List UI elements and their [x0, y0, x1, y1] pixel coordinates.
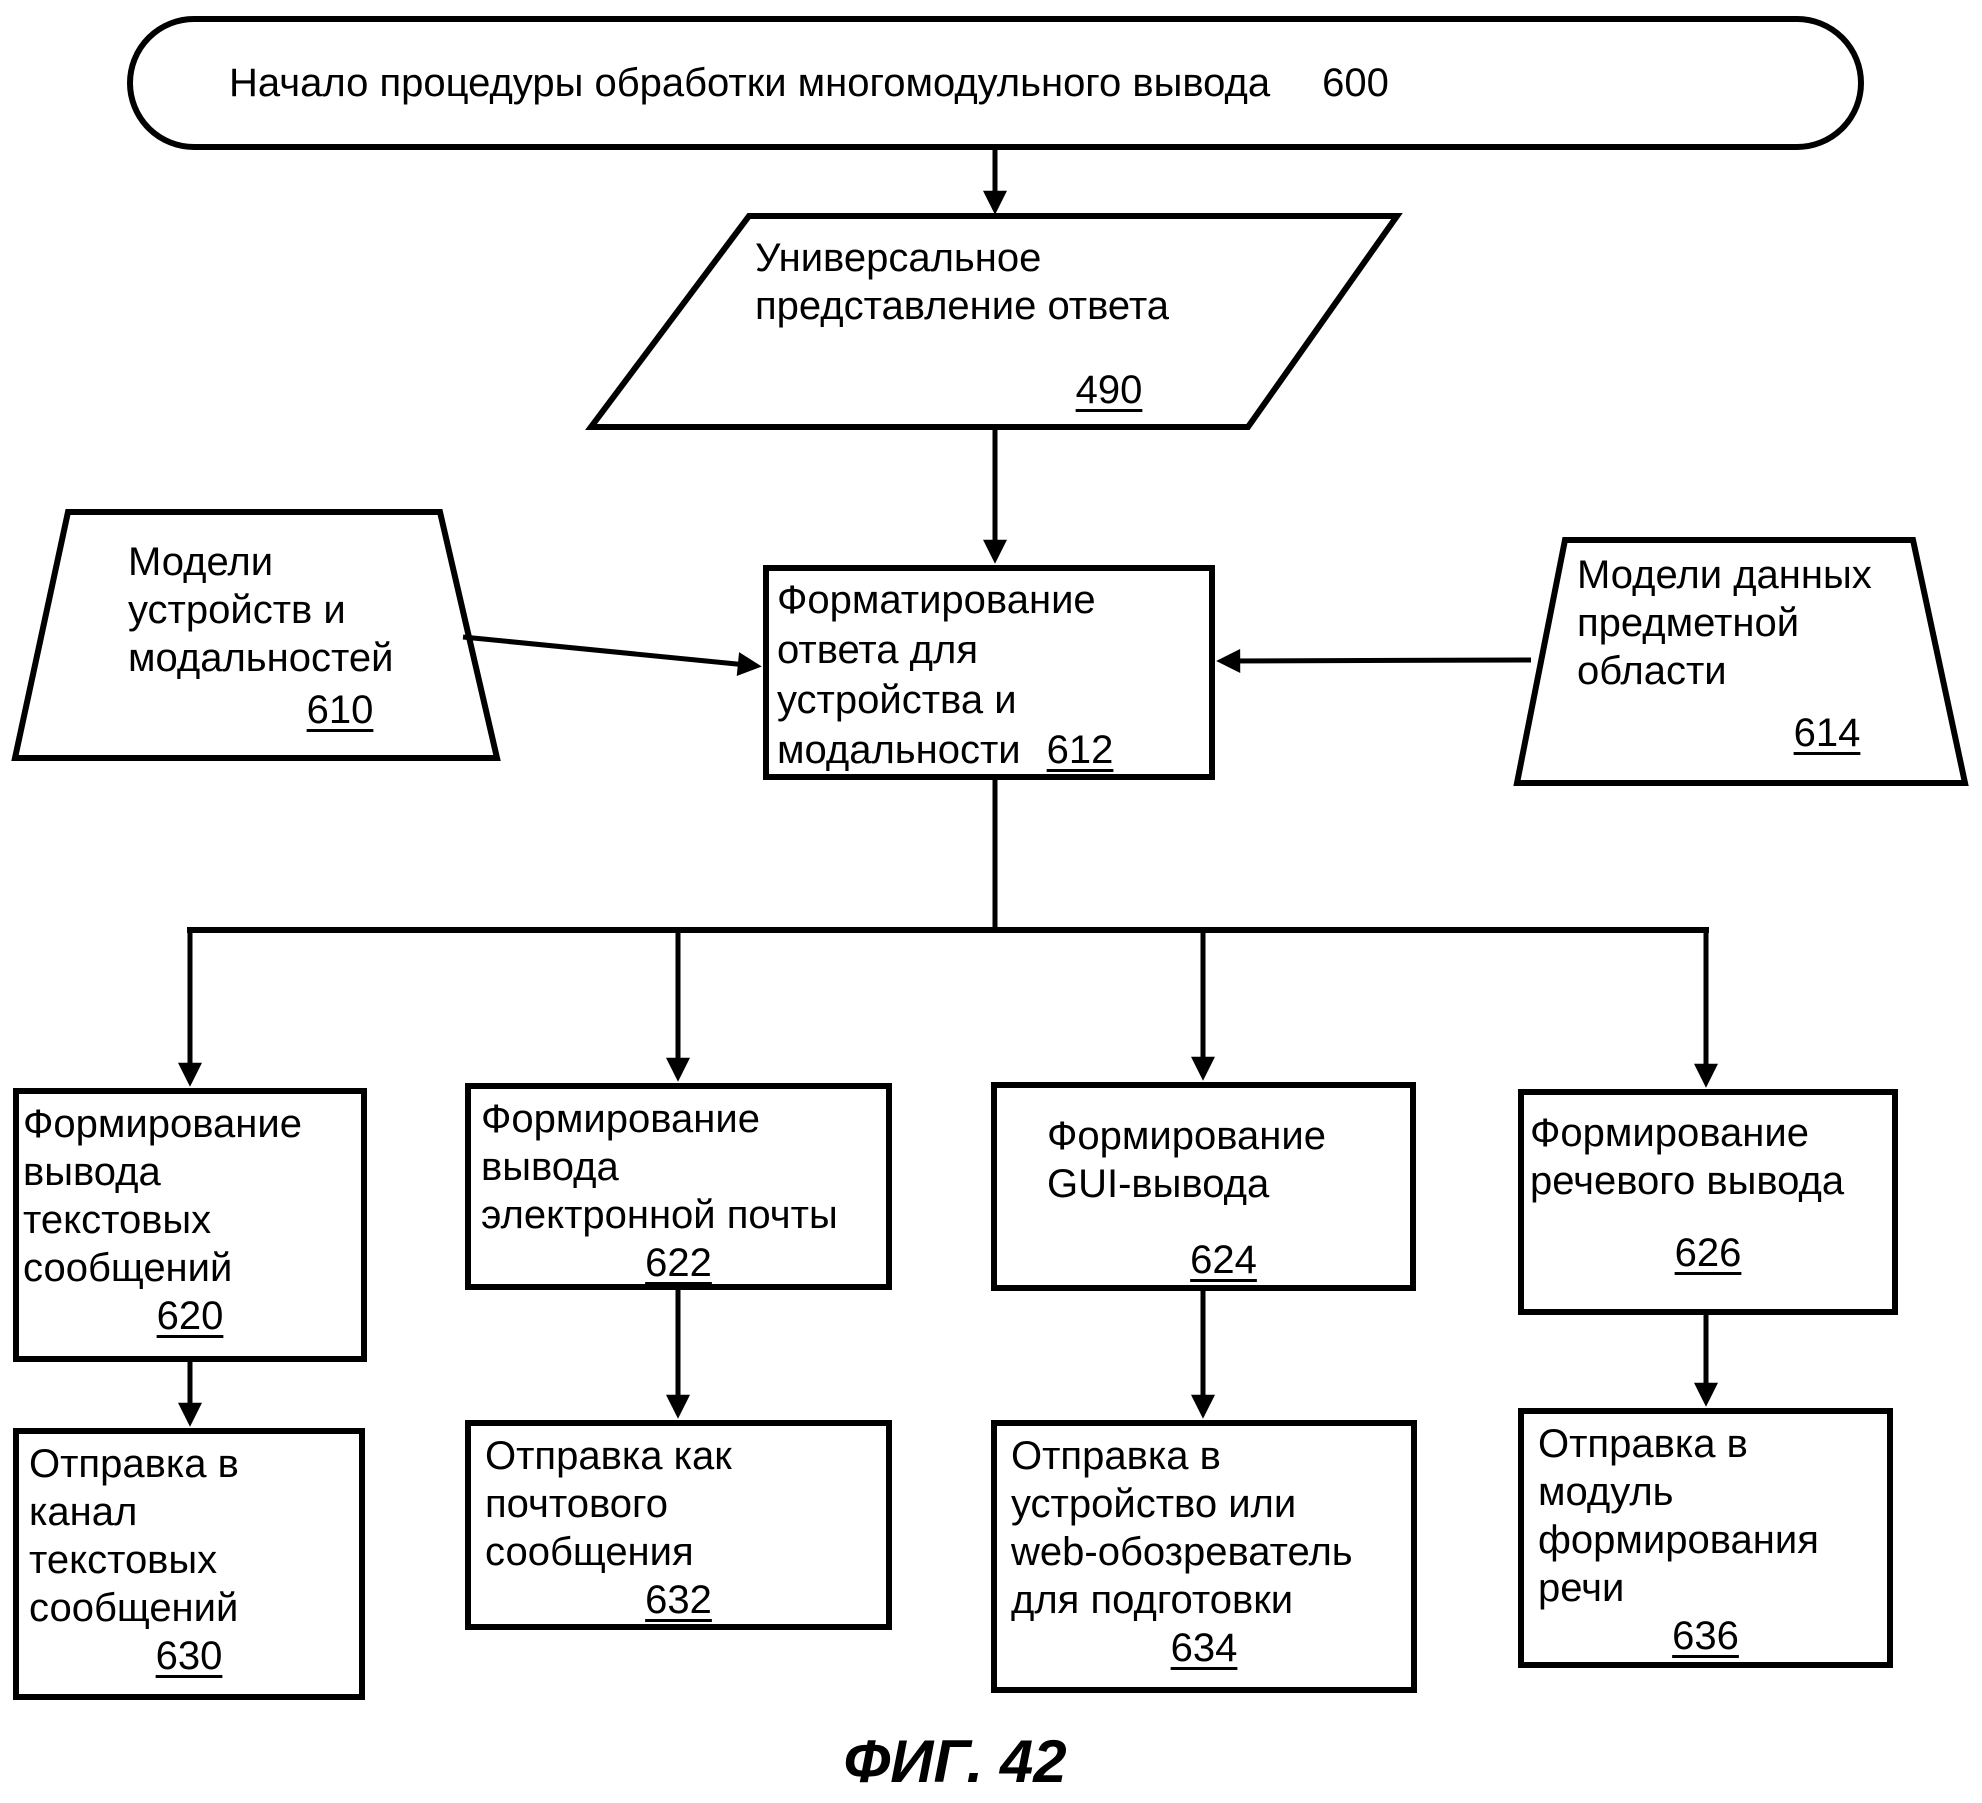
node-label: Формирование вывода текстовых сообщений	[23, 1102, 302, 1290]
figure-caption: ФИГ. 42	[843, 1728, 1067, 1795]
node-label: Начало процедуры обработки многомодульно…	[229, 60, 1271, 105]
node-domain-data-models-ref: 614	[1793, 711, 1861, 755]
node-ref: 632	[645, 1578, 712, 1622]
node-device-modality-models-label: Модели устройств и модальностей	[128, 540, 394, 680]
trapezoid-610-shape	[11, 509, 501, 761]
node-gui-output: Формирование GUI-вывода 624	[991, 1082, 1416, 1291]
node-label: Отправка в устройство или web-обозревате…	[1011, 1434, 1353, 1622]
node-label: Формирование вывода электронной почты	[481, 1097, 838, 1237]
arrow-610-to-612	[462, 634, 762, 677]
node-send-device-browser: Отправка в устройство или web-обозревате…	[991, 1420, 1417, 1693]
node-device-modality-models-ref: 610	[306, 688, 374, 732]
node-ref: 612	[1046, 728, 1114, 772]
node-speech-output: Формирование речевого вывода 626	[1518, 1089, 1898, 1315]
node-email-output: Формирование вывода электронной почты 62…	[465, 1083, 892, 1290]
node-universal-response-label: Универсальное представление ответа	[755, 236, 1169, 328]
node-start-terminator: Начало процедуры обработки многомодульно…	[127, 16, 1864, 150]
node-label: Отправка как почтового сообщения	[485, 1434, 732, 1574]
node-ref: 620	[156, 1294, 224, 1338]
parallelogram-490-shape	[585, 213, 1403, 430]
trapezoid-614-shape	[1513, 537, 1969, 786]
node-text-message-output: Формирование вывода текстовых сообщений …	[13, 1088, 367, 1362]
node-ref: 630	[155, 1634, 223, 1678]
node-format-response: Форматирование ответа для устройства и м…	[763, 565, 1215, 780]
node-send-text-channel: Отправка в канал текстовых сообщений 630	[13, 1428, 365, 1700]
node-send-speech-module: Отправка в модуль формирования речи 636	[1518, 1408, 1893, 1668]
node-ref: 636	[1672, 1614, 1739, 1658]
node-label: Отправка в модуль формирования речи	[1538, 1422, 1819, 1610]
node-ref: 624	[1190, 1238, 1257, 1282]
node-label: Формирование речевого вывода	[1530, 1111, 1845, 1203]
node-domain-data-models-label: Модели данных предметной области	[1577, 553, 1872, 693]
node-label: Отправка в канал текстовых сообщений	[29, 1442, 239, 1630]
node-ref: 626	[1674, 1231, 1742, 1275]
node-send-email: Отправка как почтового сообщения 632	[465, 1420, 892, 1630]
node-ref: 622	[645, 1241, 712, 1285]
node-label: Формирование GUI-вывода	[1047, 1114, 1326, 1206]
node-universal-response-ref: 490	[1075, 368, 1143, 412]
arrow-614-to-612	[1216, 648, 1532, 673]
node-ref: 634	[1170, 1626, 1238, 1670]
node-label: Форматирование ответа для устройства и м…	[777, 578, 1096, 772]
node-ref: 600	[1322, 60, 1389, 105]
